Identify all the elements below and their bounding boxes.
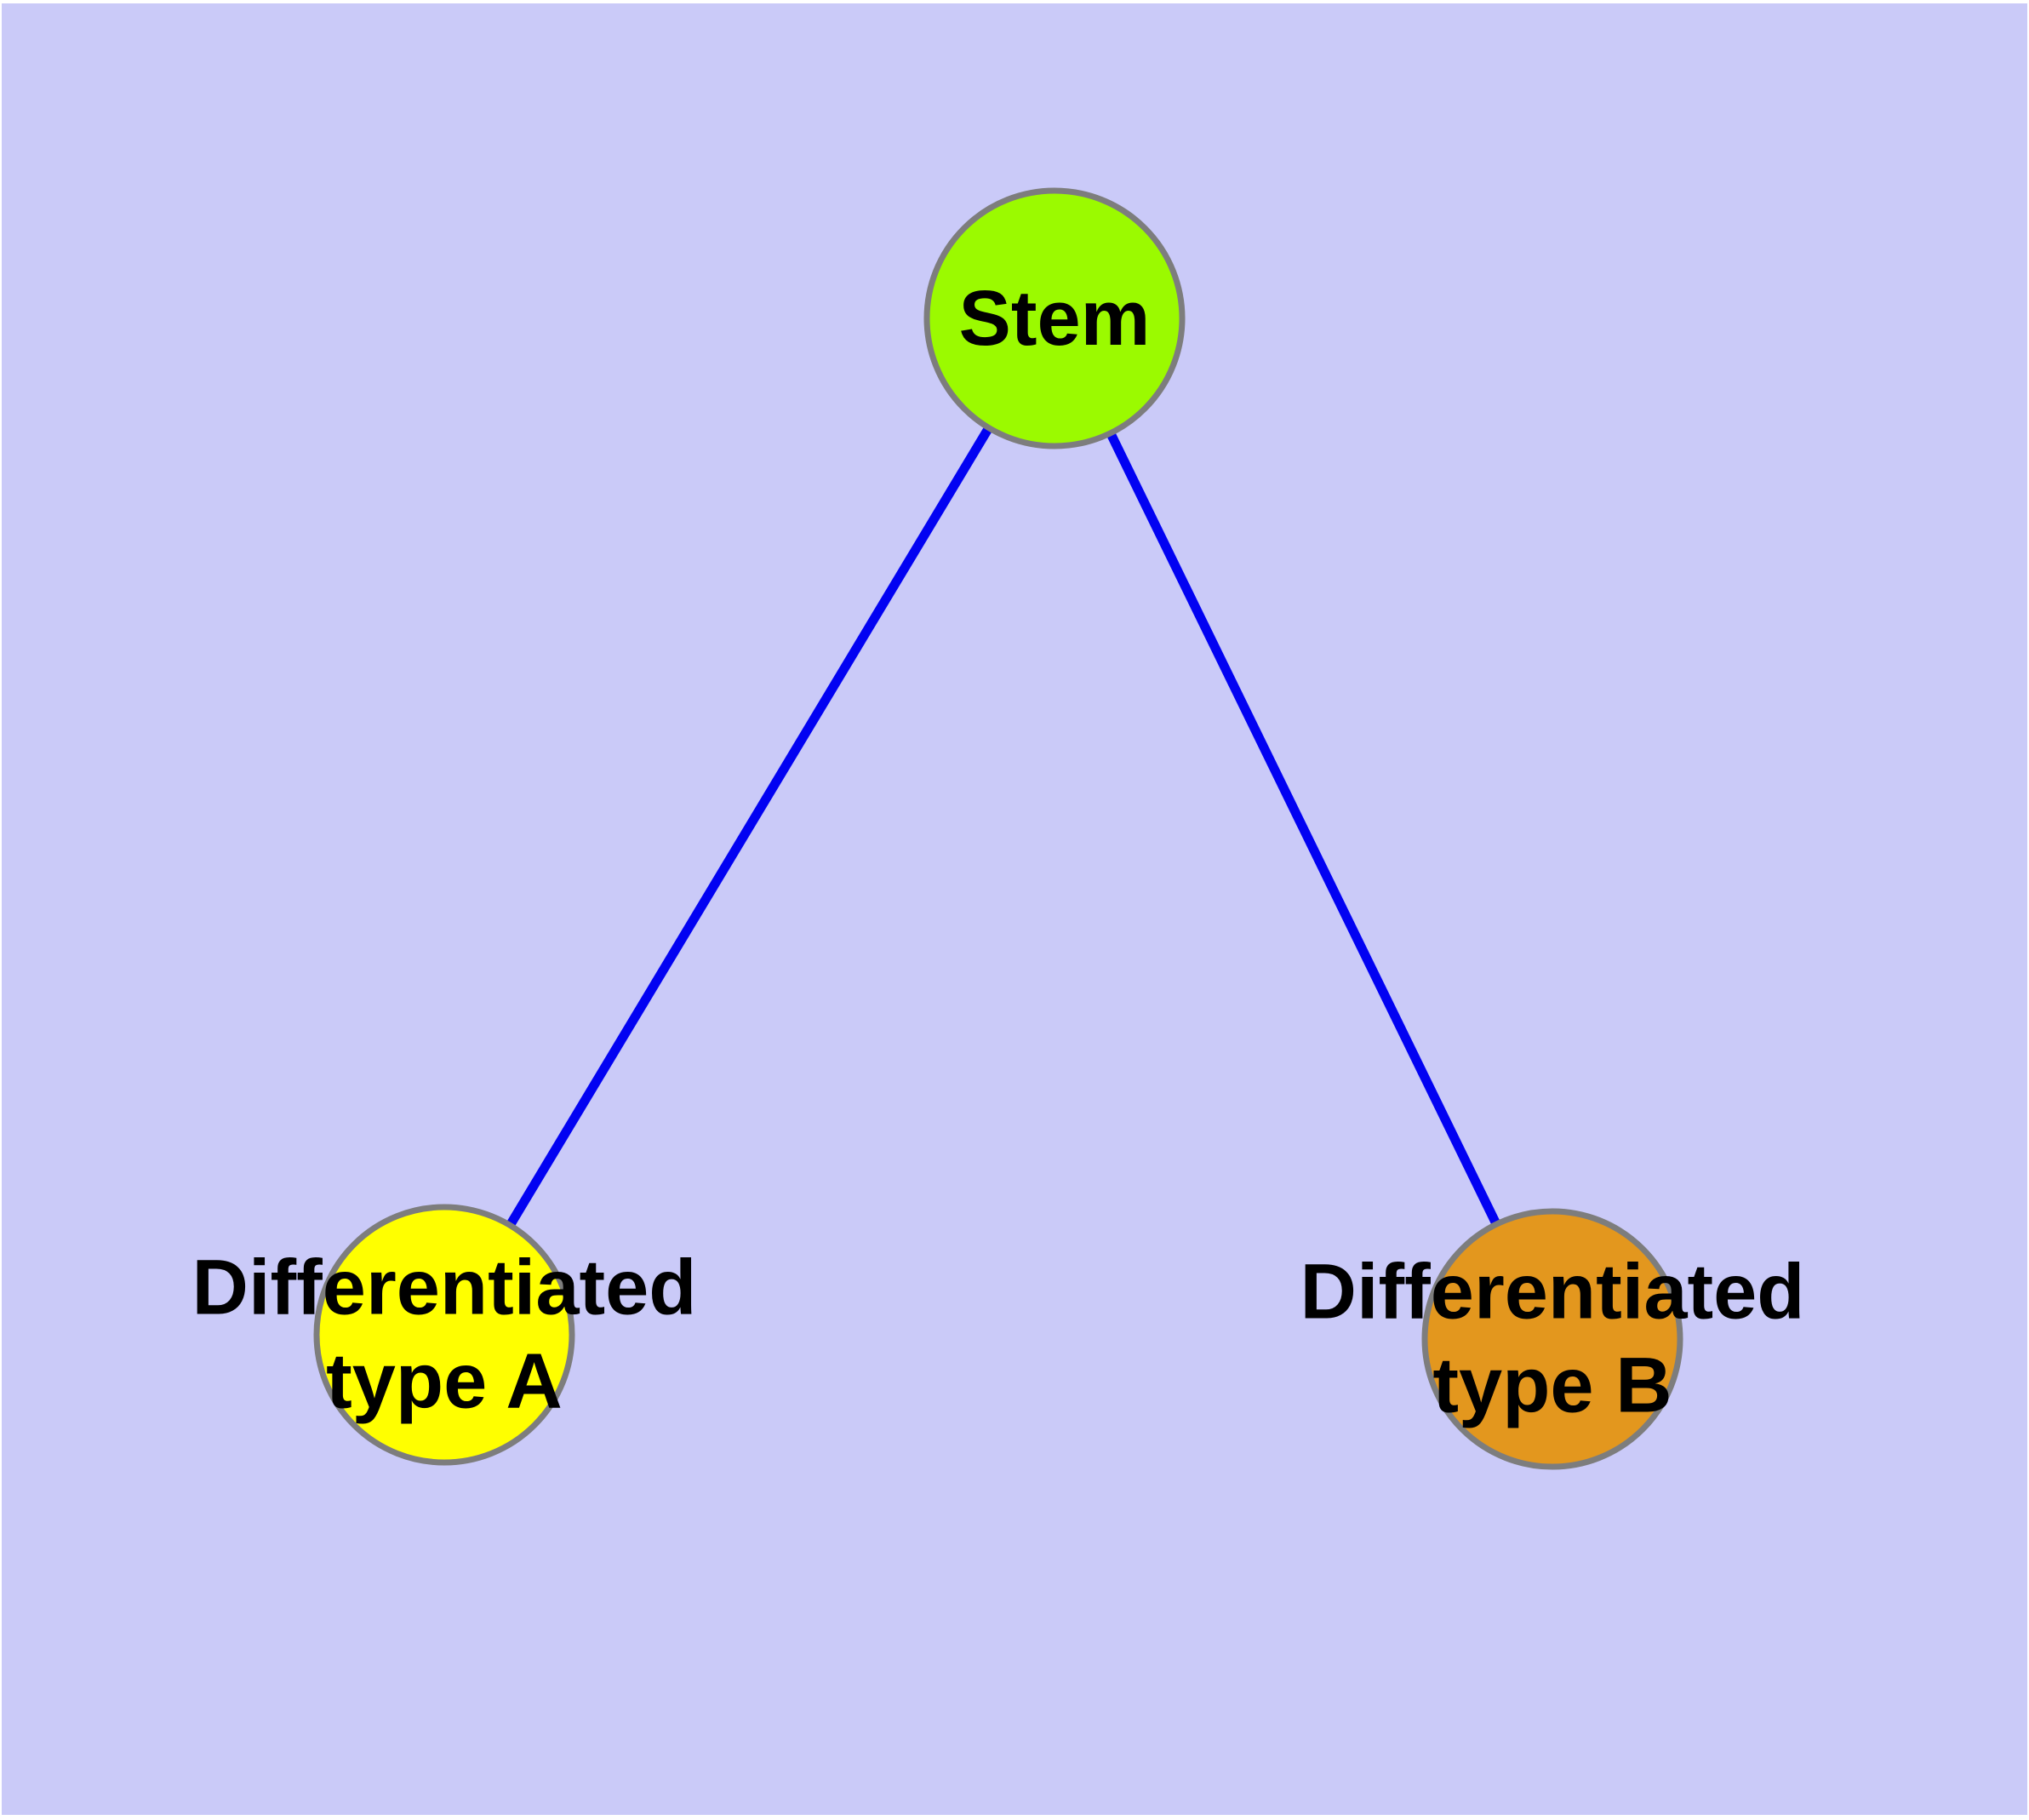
diagram-canvas: Stem Differentiated type A Differentiate… xyxy=(2,3,2027,1815)
edge-stem-to-type-a xyxy=(440,316,1059,1337)
graph-svg xyxy=(313,187,1683,1470)
node-type-a-circle xyxy=(313,1204,575,1466)
edge-stem-to-type-b xyxy=(1050,316,1557,1342)
node-stem-circle xyxy=(923,187,1186,449)
node-type-b-circle xyxy=(1421,1208,1683,1470)
